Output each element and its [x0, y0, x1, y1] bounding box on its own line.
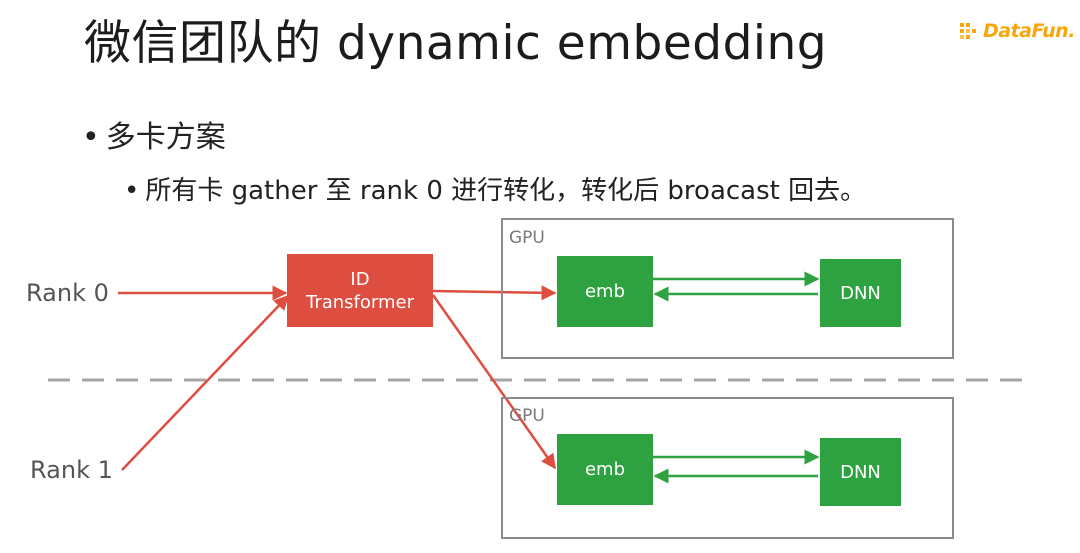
gpu-2-dnn-label: DNN	[840, 461, 881, 483]
rank-0-label: Rank 0	[26, 279, 109, 307]
gpu-1-emb-box: emb	[557, 256, 653, 327]
bullet-level-2-text: 所有卡 gather 至 rank 0 进行转化，转化后 broacast 回去…	[145, 176, 867, 206]
gpu-box-2	[501, 397, 954, 539]
gpu-2-emb-box: emb	[557, 434, 653, 505]
transformer-line-2: Transformer	[305, 291, 414, 313]
transformer-to-emb2-arrow	[431, 294, 557, 470]
bullet-level-2: •所有卡 gather 至 rank 0 进行转化，转化后 broacast 回…	[124, 170, 866, 207]
bullet-marker: •	[124, 176, 140, 206]
slide-title: 微信团队的 dynamic embedding	[84, 16, 828, 71]
gpu-1-dnn-label: DNN	[840, 282, 881, 304]
bullet-level-1-text: 多卡方案	[105, 120, 226, 155]
gpu-1-dnn-box: DNN	[820, 259, 901, 327]
gpu-1-label: GPU	[509, 228, 545, 248]
logo-text: DataFun.	[983, 20, 1075, 42]
gpu-2-label: GPU	[509, 406, 545, 426]
rank1-to-transformer-arrow	[121, 294, 290, 471]
id-transformer-box: ID Transformer	[287, 254, 433, 327]
gpu-2-dnn-box: DNN	[820, 438, 901, 506]
transformer-to-emb1-arrow	[432, 285, 557, 301]
gpu-1-emb-label: emb	[584, 281, 626, 302]
gpu-2-emb-label: emb	[584, 459, 626, 480]
rank-1-label: Rank 1	[30, 456, 113, 484]
transformer-line-1: ID	[350, 268, 370, 290]
bullet-level-1: •多卡方案	[82, 112, 226, 156]
bullet-marker: •	[82, 120, 100, 155]
datafun-logo: DataFun.	[960, 20, 1075, 42]
gpu-box-1	[501, 218, 954, 359]
logo-pixel-icon	[960, 23, 976, 39]
